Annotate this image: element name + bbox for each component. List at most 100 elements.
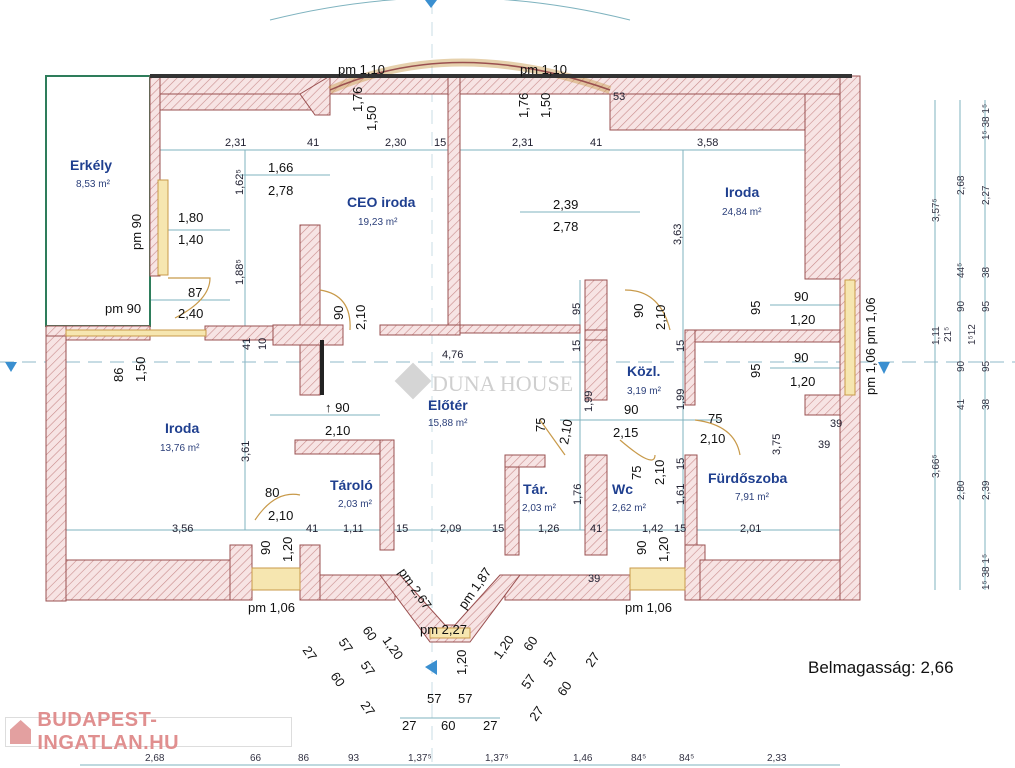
- section-marker-top-icon: [425, 0, 437, 8]
- dimension-label: 95: [981, 360, 992, 372]
- dimension-label: 21⁵: [943, 327, 954, 342]
- dimension-label: pm 90: [129, 214, 144, 250]
- room-area: 3,19 m²: [627, 386, 662, 397]
- dimension-label: 75: [533, 418, 548, 432]
- dimension-label: 41: [307, 137, 319, 149]
- dimension-label: 57: [458, 691, 472, 706]
- bottom-dimension-labels: 2,68 66 86 93 1,37⁵ 1,37⁵ 1,46 84⁵ 84⁵ 2…: [145, 753, 787, 764]
- dimension-label: 2,30: [385, 137, 406, 149]
- dimension-label: 2,39: [553, 197, 578, 212]
- dimension-label: 2,09: [440, 523, 461, 535]
- dimension-label: 2,68: [956, 175, 967, 195]
- dimension-label: 1,20: [454, 650, 469, 675]
- dimension-label: 75: [708, 411, 722, 426]
- dimension-label: 87: [188, 285, 202, 300]
- room-name: CEO iroda: [347, 194, 416, 210]
- ceiling-height-label: Belmagasság: 2,66: [808, 658, 954, 677]
- dimension-label: 53: [613, 91, 625, 103]
- dimension-label: 2,10: [700, 431, 725, 446]
- room-name: Iroda: [165, 420, 199, 436]
- dimension-label: 1,20: [790, 312, 815, 327]
- dimension-label: 2,68: [145, 753, 165, 764]
- dimension-label: 1,46: [573, 753, 593, 764]
- dimension-label: 1,76: [516, 93, 531, 118]
- dimension-label: 1,99: [675, 389, 687, 410]
- dimension-label: 90: [956, 360, 967, 372]
- dimension-label: 1⁵ 38 1⁵: [981, 104, 992, 140]
- dimension-label: 3,58: [697, 137, 718, 149]
- dimension-label: 27: [483, 718, 497, 733]
- dimension-label: 41: [590, 137, 602, 149]
- dimension-label: 2,10: [325, 423, 350, 438]
- room-area: 2,03 m²: [522, 503, 557, 514]
- room-area: 19,23 m²: [358, 217, 398, 228]
- dimension-label: 95: [571, 303, 583, 315]
- dimension-label: 57: [540, 649, 561, 669]
- dimension-label: 38: [981, 398, 992, 410]
- house-logo-icon: [10, 720, 32, 744]
- dimension-label: 1,37⁵: [485, 753, 509, 764]
- dimension-label: 1,11: [931, 326, 942, 345]
- dimension-label: 2,10: [653, 305, 668, 330]
- dimension-label: 80: [265, 485, 279, 500]
- right-dimension-labels: 3,57⁵ 1,11 3,66⁵ 2,68 44⁵ 90 21⁵ 90 41 2…: [931, 104, 992, 590]
- dimension-label: 1,26: [538, 523, 559, 535]
- dimension-label: pm 90: [105, 301, 141, 316]
- dimension-label: 95: [981, 300, 992, 312]
- budapest-ingatlan-logo-text: BUDAPEST-INGATLAN.HU: [37, 709, 180, 754]
- dimension-label: 60: [441, 718, 455, 733]
- room-name: Fürdőszoba: [708, 470, 788, 486]
- dimension-label: 15: [674, 523, 686, 535]
- dimension-label: 3,61: [240, 441, 252, 462]
- dimension-label: 1⁵12: [967, 324, 978, 345]
- room-name: Iroda: [725, 184, 759, 200]
- dimension-label: 3,56: [172, 523, 193, 535]
- dimension-label: 1,88⁵: [234, 259, 246, 285]
- room-name: Előtér: [428, 397, 468, 413]
- section-markers: [5, 0, 890, 675]
- dimension-label: 1,20: [380, 633, 407, 662]
- dimension-label: pm 1,06 pm 1,06: [863, 297, 878, 395]
- dimension-label: 2,80: [956, 480, 967, 500]
- section-marker-bottom-icon: [425, 660, 437, 675]
- dimension-label: 41: [590, 523, 602, 535]
- room-name: Wc: [612, 481, 633, 497]
- room-name: Tár.: [523, 481, 548, 497]
- dimension-label: 86: [111, 368, 126, 382]
- dimension-label: pm 1,06: [625, 600, 672, 615]
- dimension-label: 57: [427, 691, 441, 706]
- dimension-label: 27: [526, 703, 547, 723]
- dimension-label: 2,10: [268, 508, 293, 523]
- dimension-label: 90: [631, 304, 646, 318]
- dimension-label: pm 2,27: [420, 622, 467, 637]
- dimension-label: 2,10: [652, 460, 667, 485]
- dimension-label: 1,50: [133, 357, 148, 382]
- room-name: Tároló: [330, 477, 373, 493]
- dimension-label: 2,39: [981, 480, 992, 500]
- dimension-label: 1,42: [642, 523, 663, 535]
- room-labels: Erkély 8,53 m² CEO iroda 19,23 m² Iroda …: [70, 157, 788, 514]
- dimension-label: 3,75: [771, 434, 783, 455]
- dimension-label: 90: [634, 541, 649, 555]
- dimension-label: 44⁵: [956, 263, 967, 278]
- dimension-label: 2,31: [512, 137, 533, 149]
- dimension-label: 1,20: [790, 374, 815, 389]
- dimension-label: 1,76: [350, 87, 365, 112]
- dimension-label: 66: [250, 753, 262, 764]
- dimension-label: 39: [588, 573, 600, 585]
- dimension-label: 1,20: [490, 632, 517, 661]
- dimension-label: 60: [520, 633, 541, 653]
- dimension-label: 90: [794, 350, 808, 365]
- room-area: 7,91 m²: [735, 492, 770, 503]
- dimension-label: 1,62⁵: [234, 169, 246, 195]
- dimension-label: 90: [624, 402, 638, 417]
- dimension-label: 15: [675, 458, 687, 470]
- dimension-label: ↑ 90: [325, 400, 350, 415]
- dimension-label: 2,01: [740, 523, 761, 535]
- dimension-label: 60: [554, 678, 575, 698]
- dimension-label: pm 1,06: [248, 600, 295, 615]
- dimension-label: 90: [956, 300, 967, 312]
- dimension-label: 1,40: [178, 232, 203, 247]
- dimension-label: 27: [300, 643, 321, 663]
- dimension-label: 1,76: [572, 484, 584, 505]
